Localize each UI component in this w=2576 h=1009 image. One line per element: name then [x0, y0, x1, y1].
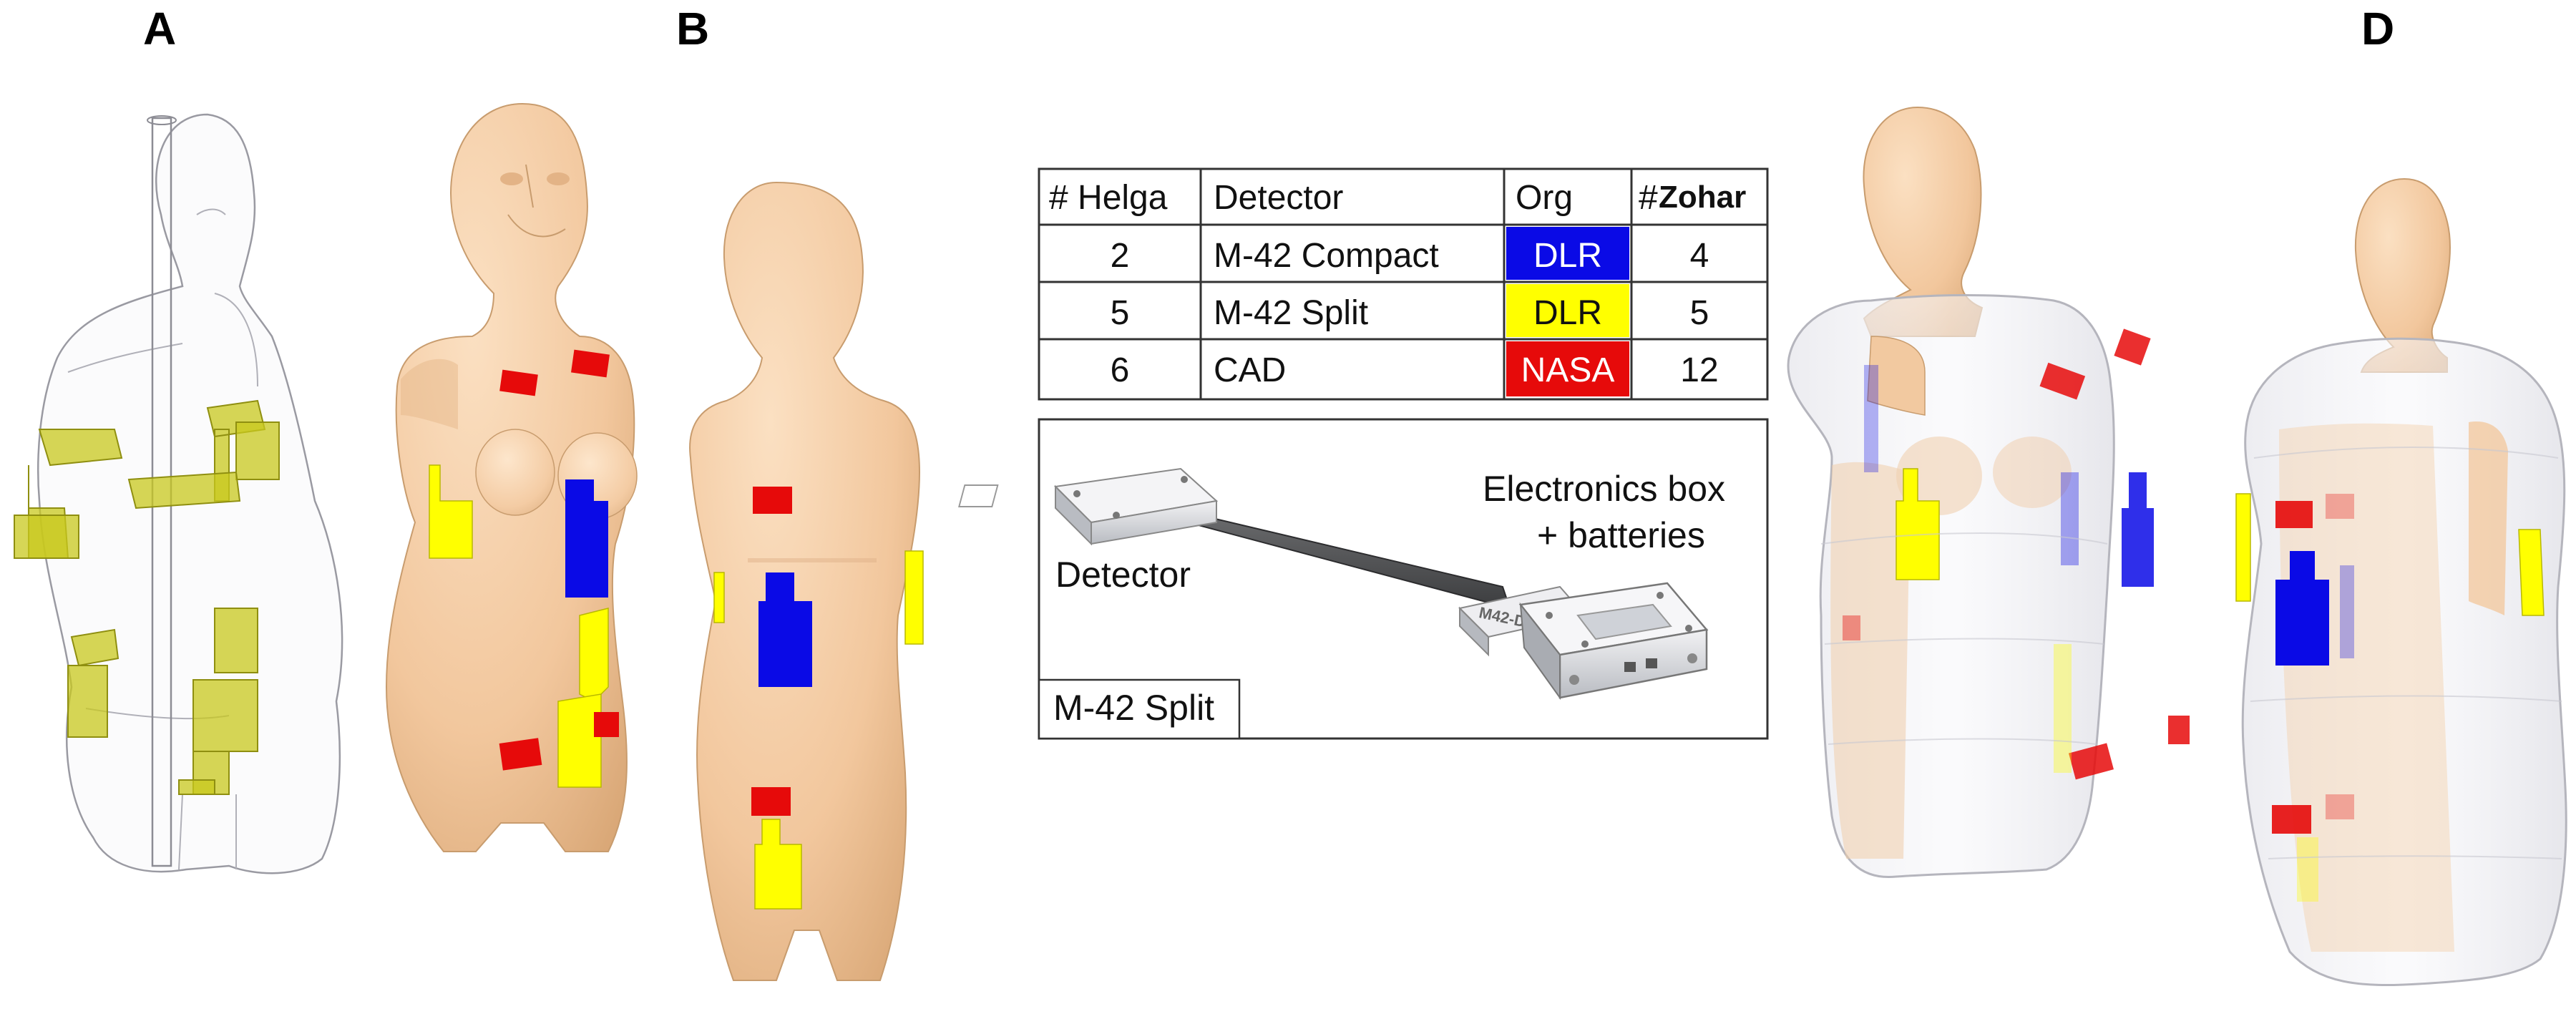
- detector-ghost-10: [178, 779, 215, 795]
- device-panel-c: M-42 Split Detector M42-DLR-: [958, 418, 1769, 740]
- panel-label-d: D: [2361, 3, 2394, 54]
- m42-compact-back-d: [2275, 551, 2329, 666]
- cad-detector-4: [594, 712, 619, 737]
- cad-detector-2: [571, 349, 610, 378]
- cad-detector-back-1: [753, 487, 792, 514]
- m42-split-front-2: [579, 608, 609, 702]
- detector-ghost-7: [192, 679, 258, 752]
- table-row-2-helga: 5: [1111, 294, 1130, 332]
- cad-front-d-3: [2069, 743, 2114, 780]
- detector-ghost-4: [235, 421, 280, 480]
- phantom-shell-front-d: [1787, 106, 2190, 879]
- detector-ghost-2: [14, 515, 79, 559]
- table-header-org: Org: [1516, 179, 1573, 217]
- table-header-hash: #: [1639, 179, 1658, 217]
- org-cell-row-3: [1506, 341, 1629, 396]
- cad-detector-1: [499, 369, 538, 396]
- detector-ghost-6: [214, 608, 258, 673]
- m42-split-back-2: [904, 550, 924, 645]
- electronics-box: M42-DLR-: [1458, 582, 1709, 701]
- m42-split-back-d-1: [2235, 493, 2251, 602]
- m42-split-front-1: [429, 464, 473, 559]
- cad-detector-back-2: [751, 787, 791, 816]
- m42-split-front-3: [557, 693, 602, 788]
- phantom-shell-back-d: [2235, 177, 2567, 987]
- detector-ghost-8: [67, 628, 119, 738]
- table-row-1-detector: M-42 Compact: [1214, 237, 1439, 275]
- m42-split-back-1: [754, 819, 802, 910]
- table-row-3-detector: CAD: [1214, 351, 1286, 389]
- org-cell-row-1: [1506, 227, 1629, 280]
- m42-compact-front-d: [2122, 472, 2154, 587]
- table-row-1-org: DLR: [1533, 237, 1602, 275]
- phantom-wireframe-a: [14, 113, 343, 874]
- panel-label-a: A: [143, 3, 176, 54]
- electronics-label-1: Electronics box: [1483, 469, 1725, 509]
- cad-front-d-5: [1843, 615, 1860, 640]
- phantom-body-back: [689, 181, 921, 981]
- cad-back-d-1: [2275, 501, 2313, 528]
- table-row-2-zohar: 5: [1690, 294, 1709, 332]
- m42-split-front-d: [1896, 468, 1940, 580]
- electronics-label-2: + batteries: [1537, 515, 1705, 555]
- m42-split-back-3: [713, 572, 725, 623]
- model-label: M-42 Split: [1053, 688, 1214, 728]
- m42-split-back-d-2: [2518, 529, 2545, 616]
- table-row-3-zohar: 12: [1680, 351, 1718, 389]
- table-header-zohar: Zohar: [1659, 180, 1746, 215]
- table-row-2-org: DLR: [1533, 294, 1602, 332]
- table-header-detector: Detector: [1214, 179, 1343, 217]
- cad-front-d-1: [2039, 362, 2086, 400]
- detector-box: [958, 467, 1219, 546]
- phantom-front-b: [385, 102, 638, 852]
- table-row-1-helga: 2: [1111, 237, 1130, 275]
- detector-ghost-5: [127, 471, 241, 510]
- table-row-3-org: NASA: [1521, 351, 1615, 389]
- phantom-back-b: [689, 181, 924, 981]
- table-row-3-helga: 6: [1111, 351, 1130, 389]
- table-row-1-zohar: 4: [1690, 237, 1709, 275]
- panel-label-b: B: [676, 3, 709, 54]
- cad-detector-3: [499, 738, 542, 771]
- cad-back-d-2: [2272, 805, 2311, 834]
- table-row-2-detector: M-42 Split: [1214, 294, 1368, 332]
- table-header-helga: # Helga: [1049, 179, 1168, 217]
- detector-table: # Helga Detector Org # Zohar 2 M-42 Comp…: [1038, 167, 1769, 401]
- m42-compact-front: [565, 479, 608, 598]
- detector-label: Detector: [1055, 555, 1191, 595]
- cad-front-d-2: [2114, 328, 2151, 366]
- org-cell-row-2: [1506, 284, 1629, 337]
- m42-compact-back: [758, 572, 812, 687]
- cad-front-d-4: [2168, 716, 2190, 744]
